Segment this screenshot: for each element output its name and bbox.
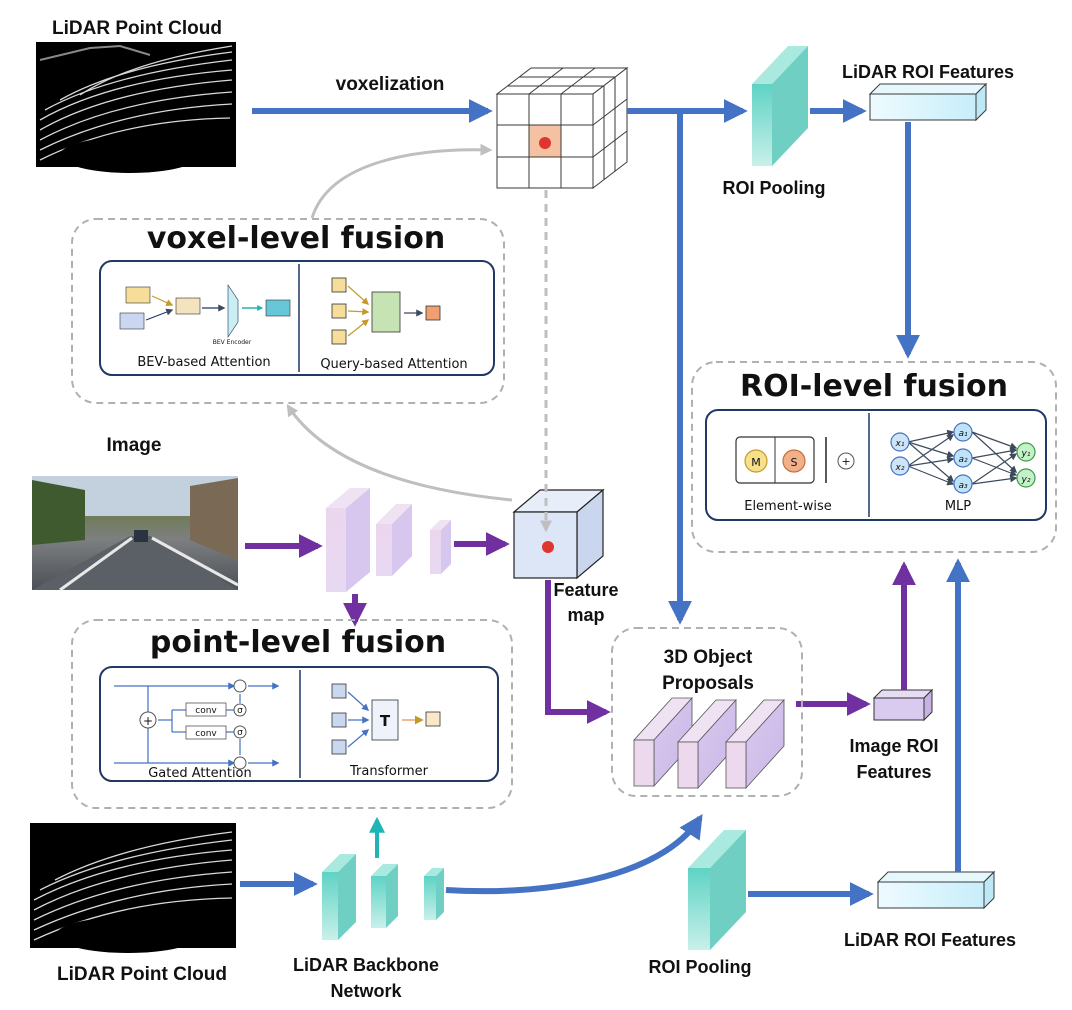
voxelization-label: voxelization [336,74,445,95]
lidar-roi-feature-bar-bottom [876,870,996,910]
sigma-label-2: σ [237,728,243,738]
image-label: Image [107,435,162,456]
feature-map-label-1: Feature [553,580,618,600]
lidar-top-label: LiDAR Point Cloud [52,18,222,39]
mlp-y2: y₂ [1021,475,1031,485]
mlp-caption: MLP [945,499,971,514]
point-fusion-title: point-level fusion [150,625,446,660]
image-roi-feature-cube [872,688,934,722]
lidar-roi-top-label: LiDAR ROI Features [842,62,1014,82]
mlp-y1: y₁ [1021,449,1031,459]
bev-encoder-label: BEV Encoder [213,339,252,346]
query-attention-caption: Query-based Attention [320,357,467,372]
element-wise-caption: Element-wise [744,499,832,514]
proposals-dashed-box [611,627,803,797]
lidar-point-cloud-image-bottom [30,823,236,953]
lidar-point-cloud-image-top [36,42,236,173]
point-fusion-dashed-box [71,619,513,809]
transformer-caption: Transformer [349,764,429,779]
roi-pooling-block-top [752,46,808,166]
camera-image [32,476,239,592]
lidar-roi-bottom-label: LiDAR ROI Features [844,930,1016,950]
plus-label: + [841,455,850,468]
roi-fusion-panel [705,409,1047,521]
roi-pooling-top-label: ROI Pooling [723,178,826,198]
voxel-fusion-dashed-box [71,218,505,404]
lidar-roi-feature-bar-top [868,82,988,122]
mlp-a1: a₁ [958,429,968,439]
proposals-label-1: 3D Object [664,647,753,668]
voxel-fusion-title: voxel-level fusion [147,221,445,256]
conv-label-2: conv [195,729,217,739]
proposals-label-2: Proposals [662,673,754,694]
sigma-label-1: σ [237,706,243,716]
gated-attention-caption: Gated Attention [148,766,252,781]
lidar-bottom-label: LiDAR Point Cloud [57,964,227,985]
roi-pooling-block-bottom [688,830,746,950]
mlp-a2: a₂ [958,455,968,465]
image-roi-label-2: Features [856,762,931,782]
proposal-blocks [633,696,785,790]
feature-map-cube [512,488,605,580]
purple-arrows [245,532,916,724]
backbone-label-2: Network [330,981,402,1001]
image-backbone-blocks [326,488,451,592]
roi-fusion-dashed-box [691,361,1057,553]
backbone-label-1: LiDAR Backbone [293,955,439,975]
svg-text:+: + [143,714,153,728]
conv-label-1: conv [195,706,217,716]
feature-map-label-2: map [567,605,604,625]
mlp-a3: a₃ [958,481,968,491]
gray-arrows [286,143,552,533]
point-fusion-panel: + [99,666,499,782]
image-roi-label-1: Image ROI [849,736,938,756]
mlp-x1: x₁ [895,439,905,449]
bev-attention-caption: BEV-based Attention [137,355,270,370]
transformer-letter: T [380,712,391,730]
lidar-backbone-blocks [322,854,444,940]
s-label: S [791,456,798,469]
mlp-x2: x₂ [895,463,905,473]
blue-arrows [240,99,970,906]
voxel-fusion-panel [99,260,495,376]
m-label: M [751,456,761,469]
roi-fusion-title: ROI-level fusion [740,369,1008,404]
voxel-grid-cube [495,66,629,190]
roi-pooling-bottom-label: ROI Pooling [649,957,752,977]
